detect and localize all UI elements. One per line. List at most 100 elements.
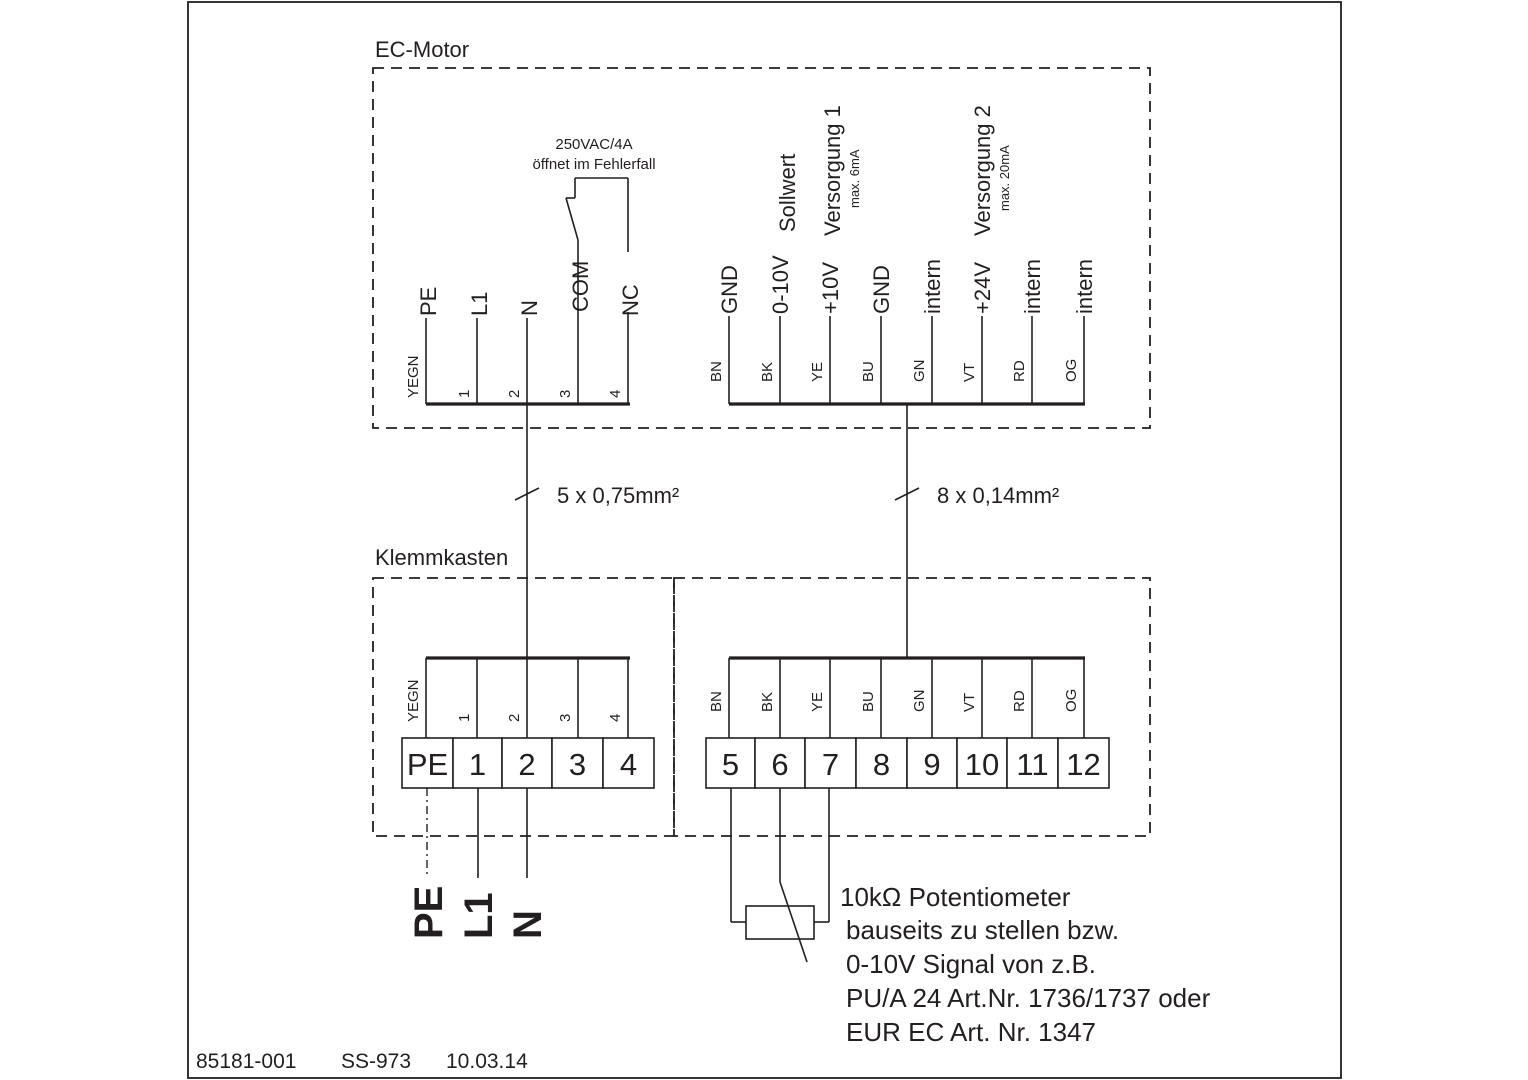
potentiometer-symbol [730, 788, 830, 963]
power-terminal-3: 3 [569, 747, 586, 782]
box-signal-wire-6: RD [1011, 690, 1028, 712]
power-cable-slash [514, 487, 540, 501]
power-terminal-cell [551, 737, 604, 789]
power-cable-spec: 5 x 0,75mm² [557, 483, 679, 508]
signal-terminal-6: 11 [1016, 747, 1048, 782]
motor-signal-function-1: 0-10V [768, 255, 793, 314]
sollwert-label: Sollwert [775, 154, 800, 232]
motor-power-function-1: L1 [467, 292, 492, 316]
motor-power-wire-1: 1 [456, 390, 473, 398]
motor-power-wire-4: 4 [607, 390, 624, 398]
motor-signal-wire-3: BU [860, 361, 877, 382]
potentiometer-line-2: bauseits zu stellen bzw. [846, 915, 1119, 945]
motor-signal-wire-2: YE [809, 362, 826, 382]
signal-cable-spec: 8 x 0,14mm² [937, 483, 1059, 508]
box-signal-wire-1: BK [759, 692, 776, 712]
potentiometer-line-3: 0-10V Signal von z.B. [846, 949, 1096, 979]
power-terminal-cell [452, 737, 503, 789]
relay-note: öffnet im Fehlerfall [532, 156, 655, 173]
box-signal-wire-5: VT [961, 693, 978, 712]
motor-signal-function-labels: GND 0-10V +10V GND intern +24V intern intern [717, 255, 1097, 314]
motor-power-wire-3: 3 [557, 390, 574, 398]
motor-power-ticks [425, 312, 629, 404]
potentiometer-line-5: EUR EC Art. Nr. 1347 [846, 1017, 1096, 1047]
signal-terminal-cell [1057, 737, 1110, 789]
motor-power-function-2: N [517, 300, 542, 316]
signal-terminal-4: 9 [923, 747, 940, 782]
supply-label-pe: PE [407, 886, 451, 939]
motor-signal-function-4: intern [920, 259, 945, 314]
motor-power-function-labels: PE L1 N COM NC [416, 261, 643, 316]
terminal-box-signal-boundary [673, 577, 1151, 837]
signal-cable-slash [894, 487, 920, 501]
signal-terminal-2: 7 [822, 747, 839, 782]
motor-signal-wire-1: BK [759, 362, 776, 382]
motor-signal-function-0: GND [717, 265, 742, 314]
power-terminal-0: PE [407, 747, 448, 782]
box-power-wire-0: YEGN [405, 679, 422, 722]
drawing-date: 10.03.14 [446, 1050, 528, 1073]
motor-boundary [372, 67, 1151, 429]
box-power-wire-labels: YEGN 1 2 3 4 [405, 679, 624, 722]
motor-signal-function-5: +24V [970, 262, 995, 314]
signal-terminal-3: 8 [873, 747, 890, 782]
box-power-ticks [425, 658, 629, 738]
power-terminal-1: 1 [469, 747, 486, 782]
versorgung1-sub: max. 6mA [847, 149, 862, 208]
signal-terminal-cell [804, 737, 857, 789]
drawing-frame [187, 1, 1342, 1079]
motor-signal-function-6: intern [1020, 259, 1045, 314]
motor-signal-wire-0: BN [708, 361, 725, 382]
motor-signal-function-2: +10V [818, 262, 843, 314]
potentiometer-line-1: 10kΩ Potentiometer [840, 882, 1071, 912]
motor-signal-function-7: intern [1072, 259, 1097, 314]
motor-power-wire-0: YEGN [405, 355, 422, 398]
motor-signal-wire-6: RD [1011, 360, 1028, 382]
signal-terminal-5: 10 [965, 747, 999, 782]
box-power-wire-2: 2 [506, 714, 523, 722]
supply-label-n: N [506, 910, 550, 939]
box-signal-wire-4: GN [911, 690, 928, 713]
signal-terminal-cell [956, 737, 1008, 789]
signal-terminal-cell [906, 737, 958, 789]
power-terminal-cell [602, 737, 655, 789]
terminal-box-title: Klemmkasten [375, 545, 508, 570]
box-signal-wire-3: BU [860, 691, 877, 712]
box-signal-wire-0: BN [708, 691, 725, 712]
motor-power-function-3: COM [568, 261, 593, 312]
box-power-wire-3: 3 [557, 714, 574, 722]
motor-title: EC-Motor [375, 37, 469, 62]
power-terminal-2: 2 [518, 747, 535, 782]
drawing-code: SS-973 [341, 1050, 411, 1073]
motor-signal-wire-7: OG [1063, 359, 1080, 382]
motor-power-function-4: NC [618, 284, 643, 316]
versorgung2-label: Versorgung 2 [970, 105, 995, 236]
relay-rating: 250VAC/4A [555, 136, 632, 153]
motor-signal-function-3: GND [869, 265, 894, 314]
potentiometer-line-4: PU/A 24 Art.Nr. 1736/1737 oder [846, 983, 1211, 1013]
motor-power-wire-2: 2 [506, 390, 523, 398]
signal-terminal-cell [855, 737, 908, 789]
motor-signal-ticks [728, 316, 1085, 404]
motor-power-wire-labels: YEGN 1 2 3 4 [405, 355, 624, 398]
supply-label-l1: L1 [457, 892, 501, 939]
motor-power-function-0: PE [416, 287, 441, 316]
signal-terminal-1: 6 [771, 747, 788, 782]
box-signal-wire-2: YE [809, 692, 826, 712]
power-terminal-4: 4 [620, 747, 637, 782]
box-signal-ticks [728, 658, 1085, 738]
terminal-box-power-boundary [372, 577, 675, 837]
box-signal-wire-labels: BN BK YE BU GN VT RD OG [708, 689, 1080, 712]
box-power-wire-1: 1 [456, 714, 473, 722]
box-signal-wire-7: OG [1063, 689, 1080, 712]
drawing-number: 85181-001 [196, 1050, 296, 1073]
relay-contact-symbol [565, 177, 629, 312]
versorgung1-label: Versorgung 1 [820, 105, 845, 236]
motor-signal-wire-5: VT [961, 363, 978, 382]
box-power-wire-4: 4 [607, 714, 624, 722]
signal-terminal-7: 12 [1066, 747, 1100, 782]
